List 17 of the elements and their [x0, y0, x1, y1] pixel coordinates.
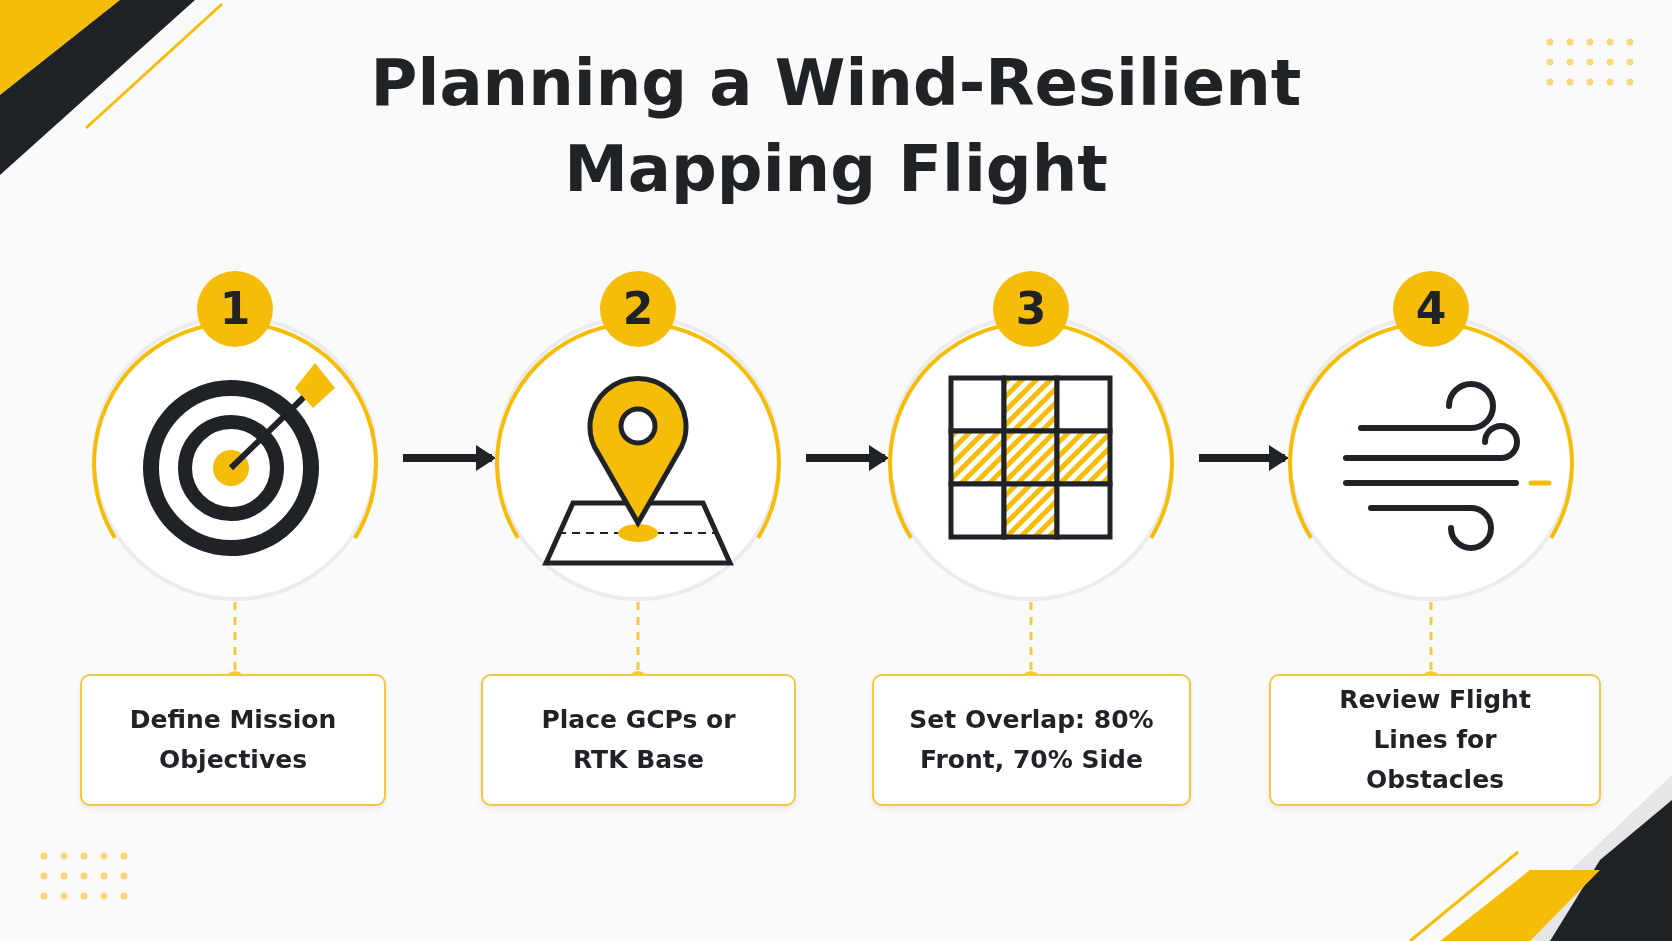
step-card: [481, 674, 796, 806]
step-circle: [494, 271, 782, 602]
step-label: Place GCPs or RTK Base: [540, 704, 737, 776]
step-circle: [91, 271, 379, 602]
step-label: Set Overlap: 80% Front, 70% Side: [908, 704, 1155, 776]
step-label: Review Flight Lines for Obstacles: [1338, 684, 1532, 796]
step-card: [1269, 674, 1601, 806]
step-number: 4: [1393, 271, 1469, 347]
step-number: 3: [993, 271, 1069, 347]
step-circle: [1287, 271, 1575, 602]
step-card: [872, 674, 1191, 806]
step-label: Define Mission Objectives: [128, 704, 338, 776]
step-number: 1: [197, 271, 273, 347]
step-number: 2: [600, 271, 676, 347]
step-circle: [887, 271, 1175, 602]
title: Planning a Wind-Resilient Mapping Flight: [369, 45, 1303, 208]
step-card: [80, 674, 386, 806]
